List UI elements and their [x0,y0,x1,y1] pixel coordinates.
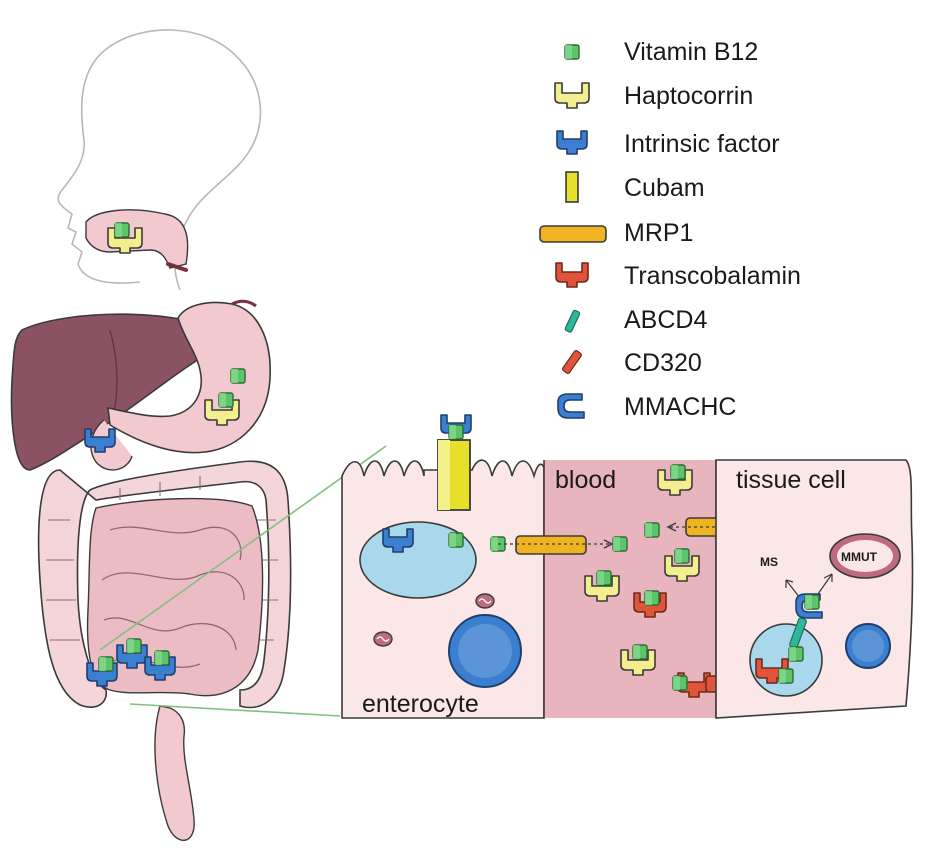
rectum [154,705,195,841]
tissue-cell-label: tissue cell [736,466,846,494]
mouth-oral-cavity [85,209,189,272]
tissue-cell: tissue cell MS MMUT [715,459,914,719]
legend-label-transcobalamin: Transcobalamin [624,262,801,290]
legend-label-abcd4: ABCD4 [624,306,707,334]
large-intestine [37,460,292,709]
legend-label-cd320: CD320 [624,349,702,377]
blood-region: blood [543,460,717,718]
legend: Vitamin B12 Haptocorrin Intrinsic factor… [539,38,801,421]
mrp1-enterocyte-transporter [498,535,614,555]
enterocyte-cell: enterocyte [341,459,545,719]
mmut-label: MMUT [841,550,878,564]
tissue-nucleus [845,623,891,669]
zoom-lines [99,445,387,717]
legend-icon-intrinsic-factor [556,130,588,155]
ms-label: MS [760,555,778,569]
legend-label-mmachc: MMACHC [624,393,737,421]
legend-icon-mmachc [557,393,585,419]
enterocyte-nucleus [448,614,522,688]
mmut-mitochondrion: MMUT [817,533,901,595]
stomach [107,299,271,454]
legend-icon-cd320 [562,350,582,374]
tissue-lysosome [749,617,823,697]
legend-label-haptocorrin: Haptocorrin [624,82,753,110]
cubam-receptor [437,414,472,511]
legend-icon-transcobalamin [555,262,589,288]
legend-icon-mrp1 [539,225,607,243]
legend-icon-cubam [565,171,579,203]
legend-label-intrinsic-factor: Intrinsic factor [624,130,780,158]
legend-label-cubam: Cubam [624,174,705,202]
legend-icon-vitamin-b12 [564,44,580,60]
duodenum [84,419,133,471]
legend-label-vitamin-b12: Vitamin B12 [624,38,758,66]
enterocyte-label: enterocyte [362,690,479,718]
legend-icon-haptocorrin [554,82,590,109]
head-outline [57,29,262,291]
ms-label-group: MS [760,555,801,599]
legend-label-mrp1: MRP1 [624,219,693,247]
blood-label: blood [555,466,616,494]
legend-icon-abcd4 [564,309,581,333]
